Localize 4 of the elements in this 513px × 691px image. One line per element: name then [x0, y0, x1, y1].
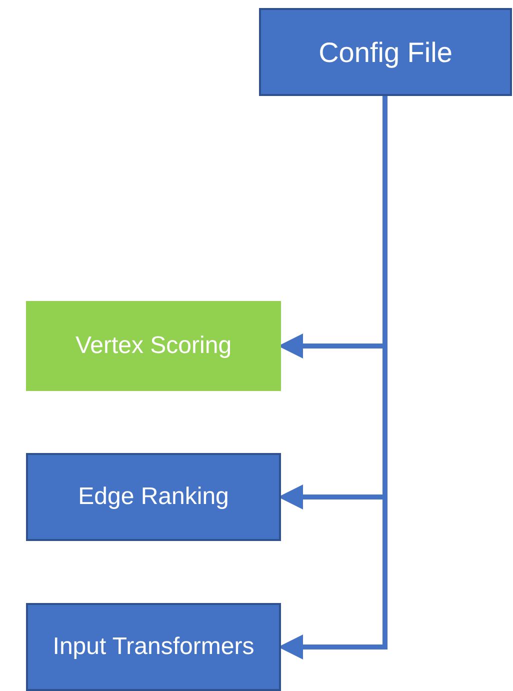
process-box: Config File [259, 8, 512, 96]
process-box: Vertex Scoring [26, 301, 281, 391]
process-box: Edge Ranking [26, 453, 281, 541]
process-box: Input Transformers [26, 603, 281, 691]
